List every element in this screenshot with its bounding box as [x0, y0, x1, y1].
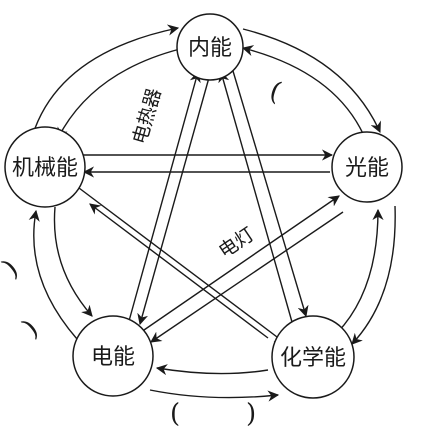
node-circle	[4, 126, 86, 208]
edge-label-diandeng: 电灯	[215, 223, 259, 262]
node-circle	[331, 131, 403, 203]
node-guangneng: 光能	[331, 131, 403, 203]
arrow-neineng-to-huaxueneng	[232, 70, 309, 318]
outer-ring-arrows	[28, 24, 396, 402]
node-label: 机械能	[12, 156, 78, 181]
node-label: 光能	[345, 156, 389, 181]
blank-mark: )	[246, 399, 256, 426]
arrow-dianneng-to-guangneng	[143, 195, 340, 331]
arrow-jixieneng-to-neineng	[33, 24, 180, 132]
arrow-guangneng-to-dianneng	[150, 211, 344, 343]
node-neineng: 内能	[176, 13, 244, 81]
arrow-dianneng-to-jixieneng	[28, 209, 78, 340]
arrow-huaxueneng-to-jixieneng	[89, 203, 269, 339]
arrow-dianneng-to-neineng	[128, 70, 201, 322]
arrow-neineng-to-guangneng	[242, 28, 381, 134]
blank-mark: )	[17, 314, 44, 344]
arrow-huaxueneng-to-dianneng	[155, 364, 269, 376]
edge-label-dianreqi: 电热器	[129, 86, 166, 147]
arrow-jixieneng-to-dianneng	[53, 206, 93, 317]
node-label: 化学能	[280, 346, 346, 371]
arrow-guangneng-to-huaxueneng	[351, 205, 396, 345]
arrow-huaxueneng-to-guangneng	[336, 208, 384, 334]
arrow-huaxueneng-to-neineng	[218, 70, 293, 323]
node-circle	[72, 315, 154, 397]
arrow-jixieneng-to-huaxueneng	[78, 187, 286, 344]
node-circle	[271, 315, 355, 399]
arrow-neineng-to-dianneng	[137, 73, 211, 326]
node-label: 内能	[188, 36, 232, 61]
node-dianneng: 电能	[72, 315, 154, 397]
arrow-dianneng-to-huaxueneng	[149, 389, 280, 402]
node-huaxueneng: 化学能	[271, 315, 355, 399]
node-circle	[176, 13, 244, 81]
node-jixieneng: 机械能	[4, 126, 86, 208]
blank-mark: (	[170, 399, 180, 426]
node-label: 电能	[91, 345, 135, 370]
inner-arrows	[78, 70, 344, 344]
arrow-guangneng-to-neineng	[241, 45, 366, 139]
arrow-neineng-to-jixieneng	[57, 48, 181, 139]
blank-mark: )	[0, 254, 24, 284]
